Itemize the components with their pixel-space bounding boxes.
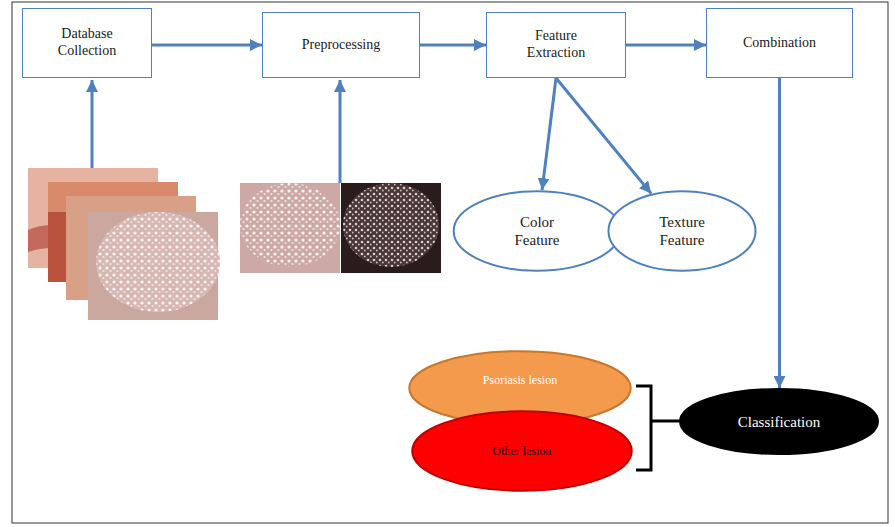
skin-image-stack bbox=[28, 168, 220, 320]
node-label: Database Collection bbox=[32, 26, 142, 60]
flow-arrow bbox=[542, 78, 556, 190]
outer-frame bbox=[12, 2, 888, 523]
node-label: Classification bbox=[738, 413, 821, 431]
flow-arrow bbox=[556, 78, 651, 194]
node-label: Feature Extraction bbox=[511, 28, 601, 62]
ellipse-outline bbox=[607, 190, 757, 272]
ellipse-outline bbox=[452, 190, 622, 272]
bracket bbox=[636, 386, 680, 470]
flow-arrow bbox=[626, 44, 706, 47]
node-label: Preprocessing bbox=[302, 37, 381, 54]
process-box: Database Collection bbox=[22, 8, 152, 78]
preprocessed-images bbox=[240, 183, 441, 273]
process-box: Combination bbox=[706, 8, 853, 78]
class-ellipse: Other lesion bbox=[410, 410, 634, 492]
node-label: Psoriasis lesion bbox=[483, 373, 557, 387]
node-label: Texture Feature bbox=[642, 213, 722, 249]
image-arrow bbox=[339, 80, 342, 183]
image-arrow bbox=[91, 80, 94, 168]
flow-arrow bbox=[152, 44, 262, 47]
node-label: Other lesion bbox=[493, 444, 552, 458]
process-box: Preprocessing bbox=[262, 12, 420, 78]
flow-arrow bbox=[778, 78, 781, 388]
node-label: Combination bbox=[743, 35, 816, 52]
node-label: Color Feature bbox=[497, 213, 577, 249]
process-box: Feature Extraction bbox=[486, 12, 626, 78]
feature-ellipse: Texture Feature bbox=[607, 190, 757, 272]
feature-ellipse: Color Feature bbox=[452, 190, 622, 272]
flow-arrow bbox=[420, 44, 486, 47]
classifier-ellipse: Classification bbox=[678, 388, 880, 455]
